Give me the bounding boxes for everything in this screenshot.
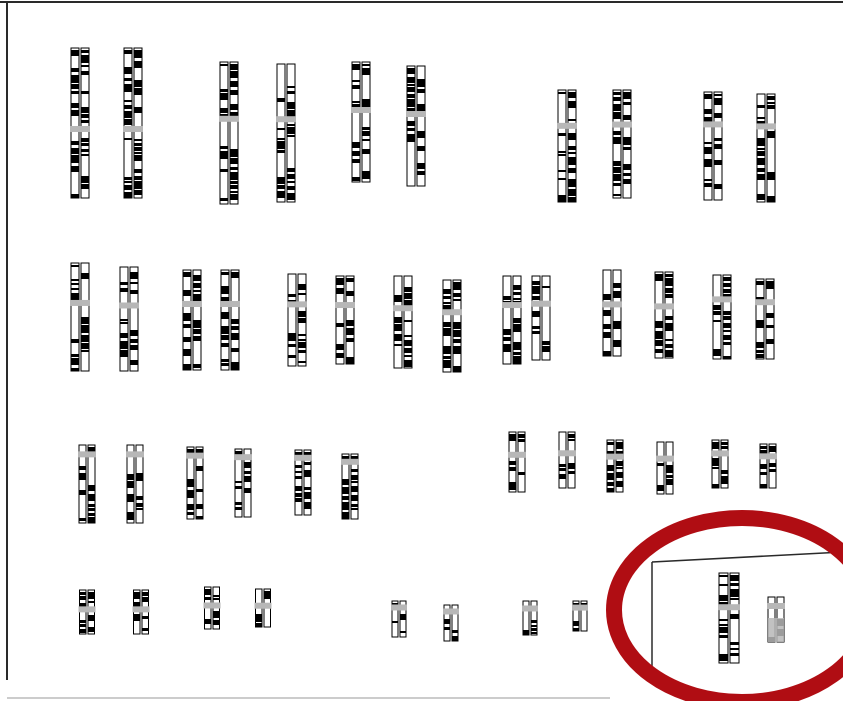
chromosome-8-a-centromere <box>287 301 307 307</box>
chromosome-13-b-centromere <box>126 451 144 457</box>
chromosome-3-a-centromere <box>351 107 371 113</box>
chromosome-16-a-centromere <box>508 452 526 458</box>
chromosome-15-a-centromere <box>294 455 312 461</box>
chromosome-6-b-centromere <box>119 302 139 308</box>
chromosome-20-b-centromere <box>255 603 272 609</box>
chromosome-10-a-centromere <box>502 302 522 308</box>
chromosome-14-b-centromere <box>234 454 252 460</box>
chromosome-12-a-centromere <box>712 296 732 302</box>
chromosome-17-b-centromere <box>656 456 674 462</box>
chromosome-4-b-centromere <box>612 122 632 128</box>
chromosome-18-b-centromere <box>759 453 777 459</box>
chromosome-7-a-centromere <box>182 301 202 307</box>
chromosome-19-a-centromere <box>79 606 96 612</box>
chromosome-13-a-centromere <box>78 451 96 457</box>
chromosome-17-a-centromere <box>606 454 624 460</box>
chromosome-5-b-centromere <box>756 123 776 129</box>
chromosome-1-b-centromere <box>123 126 143 132</box>
chromosome-21-a-centromere <box>391 604 407 610</box>
chromosome-5-a-centromere <box>703 121 723 127</box>
chromosome-6-a-centromere <box>70 300 90 306</box>
chromosome-18-a-centromere <box>711 450 729 456</box>
chromosome-x-centromere <box>718 604 740 610</box>
chromosome-2-b-centromere <box>276 116 296 122</box>
chromosome-12-b-centromere <box>755 299 775 305</box>
chromosome-y-centromere <box>767 603 785 609</box>
chromosome-16-b-centromere <box>558 450 576 456</box>
chromosome-19-b-centromere <box>133 606 150 612</box>
chromosome-9-b-centromere <box>442 309 462 315</box>
chromosome-21-b-centromere <box>443 608 459 614</box>
chromosome-10-b-centromere <box>531 301 551 307</box>
chromosome-11-a-centromere <box>602 301 622 307</box>
chromosome-4-a-centromere <box>557 123 577 129</box>
chromosome-14-a-centromere <box>186 453 204 459</box>
chromosome-7-b-centromere <box>220 301 240 307</box>
chromosome-8-b-centromere <box>335 302 355 308</box>
chromosome-11-b-centromere <box>654 303 674 309</box>
chromosome-1-a-centromere <box>70 126 90 132</box>
chromosome-20-a-centromere <box>204 602 221 608</box>
chromosome-3-b-centromere <box>406 111 426 117</box>
chromosome-15-b-centromere <box>341 459 359 465</box>
chromosome-9-a-centromere <box>393 305 413 311</box>
chromosome-22-b-centromere <box>572 605 588 611</box>
chromosome-2-a-centromere <box>219 116 239 122</box>
chromosome-y-heterochromatin <box>768 618 784 642</box>
chromosome-22-a-centromere <box>522 605 538 611</box>
